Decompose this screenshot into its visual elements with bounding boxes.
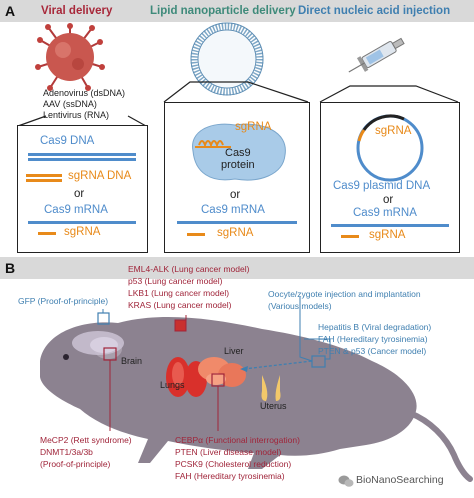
liver-model-pten-p53: PTEN & p53 (Cancer model) <box>318 346 427 356</box>
direct-payload-box: sgRNA Cas9 plasmid DNA or Cas9 mRNA sgRN… <box>320 102 460 253</box>
sgrna-dna-strand-2 <box>26 179 62 182</box>
brain-model-proof: (Proof-of-principle) <box>40 459 111 469</box>
lung-model-p53: p53 (Lung cancer model) <box>128 276 223 286</box>
organ-label-liver: Liver <box>224 346 244 356</box>
gfp-annotation: GFP (Proof-of-principle) <box>18 296 109 306</box>
direct-sgrna-strand <box>341 235 359 238</box>
liver-model-fah: FAH (Hereditary tyrosinemia) <box>318 334 428 344</box>
sgrna-dna-strand <box>26 174 62 177</box>
viral-cas9-mrna-strand <box>28 221 136 224</box>
viral-sgrna-label: sgRNA <box>64 226 101 238</box>
watermark-text: BioNanoSearching <box>356 474 444 486</box>
plasmid-illustration <box>356 114 424 182</box>
syringe-illustration <box>348 37 405 73</box>
viral-payload-box: Cas9 DNA sgRNA DNA or Cas9 mRNA sgRNA <box>17 125 148 253</box>
panel-b-letter: B <box>5 260 16 276</box>
brain-model-mecp2: MeCP2 (Rett syndrome) <box>40 435 132 445</box>
viral-sgrna-strand <box>38 232 56 235</box>
panel-a-header: A <box>0 0 474 22</box>
oocyte-line-1: Oocyte/zygote injection and implantation <box>268 289 421 299</box>
organ-label-lungs: Lungs <box>160 380 185 390</box>
organ-label-uterus: Uterus <box>260 401 287 411</box>
lung-model-eml4-alk: EML4-ALK (Lung cancer model) <box>128 264 250 274</box>
direct-injection-title: Direct nucleic acid injection <box>298 5 451 17</box>
viral-or-label: or <box>74 188 85 200</box>
direct-cas9-mrna-strand <box>331 224 449 227</box>
panel-b-header: B <box>0 257 474 279</box>
lipid-cas9-mrna-strand <box>177 221 297 224</box>
lipid-sgrna-label-2: sgRNA <box>217 227 254 239</box>
virus-illustration <box>35 23 105 91</box>
cas9-protein-blob <box>192 123 286 181</box>
lipid-cas9-mrna-label: Cas9 mRNA <box>201 204 265 216</box>
viral-cas9-mrna-label: Cas9 mRNA <box>44 204 108 216</box>
lipid-delivery-title: Lipid nanoparticle delivery <box>150 5 296 17</box>
cas9-dna-strand <box>28 153 136 156</box>
direct-cas9-mrna-label: Cas9 mRNA <box>353 207 417 219</box>
lung-model-kras: KRAS (Lung cancer model) <box>128 300 232 310</box>
lipid-payload-box: sgRNA Cas9 protein or Cas9 mRNA sgRNA <box>164 102 310 253</box>
direct-or-label: or <box>383 194 394 206</box>
cas9-dna-strand-2 <box>28 158 136 161</box>
oocyte-annotation: Oocyte/zygote injection and implantation… <box>268 288 421 312</box>
viral-vector-list: Adenovirus (dsDNA) AAV (ssDNA) Lentiviru… <box>43 88 125 121</box>
viral-delivery-title: Viral delivery <box>41 5 113 17</box>
panel-a-letter: A <box>5 3 16 19</box>
sgrna-dna-label: sgRNA DNA <box>68 170 132 182</box>
lipid-sgrna-label: sgRNA <box>235 121 272 133</box>
cas9-protein-label-1: Cas9 <box>225 147 251 159</box>
mouse-illustration <box>40 297 473 482</box>
lung-model-lkb1: LKB1 (Lung cancer model) <box>128 288 230 298</box>
lipid-or-label: or <box>230 189 241 201</box>
liver-model-pcsk9: PCSK9 (Cholesterol reduction) <box>175 459 292 469</box>
liver-model-cebpa: CEBPα (Functional interrogation) <box>175 435 300 445</box>
liver-model-pten: PTEN (Liver disease model) <box>175 447 282 457</box>
cas9-plasmid-label: Cas9 plasmid DNA <box>333 180 431 192</box>
lipid-sgrna-strand <box>187 233 205 236</box>
callout-connectors <box>17 81 459 127</box>
organ-label-brain: Brain <box>121 356 143 366</box>
direct-sgrna-label: sgRNA <box>369 229 406 241</box>
brain-model-dnmt: DNMT1/3a/3b <box>40 447 93 457</box>
vector-aav: AAV (ssDNA) <box>43 99 97 109</box>
lung-models-list: EML4-ALK (Lung cancer model) p53 (Lung c… <box>128 263 249 311</box>
lipid-nanoparticle-illustration <box>190 22 264 96</box>
liver-model-fah-bottom: FAH (Hereditary tyrosinemia) <box>175 471 285 481</box>
vector-adenovirus: Adenovirus (dsDNA) <box>43 88 126 98</box>
oocyte-line-2: (Various models) <box>268 301 332 311</box>
cas9-protein-label-2: protein <box>221 159 255 171</box>
cas9-dna-label: Cas9 DNA <box>40 135 95 147</box>
chat-bubble-icon <box>338 475 354 487</box>
vector-lentivirus: Lentivirus (RNA) <box>43 110 110 120</box>
brain-models-list: MeCP2 (Rett syndrome) DNMT1/3a/3b (Proof… <box>40 434 132 470</box>
plasmid-sgrna-label: sgRNA <box>375 125 412 137</box>
liver-model-hepatitis-b: Hepatitis B (Viral degradation) <box>318 322 432 332</box>
liver-models-bottom-list: CEBPα (Functional interrogation) PTEN (L… <box>175 434 300 482</box>
liver-models-right-list: Hepatitis B (Viral degradation) FAH (Her… <box>318 321 431 357</box>
